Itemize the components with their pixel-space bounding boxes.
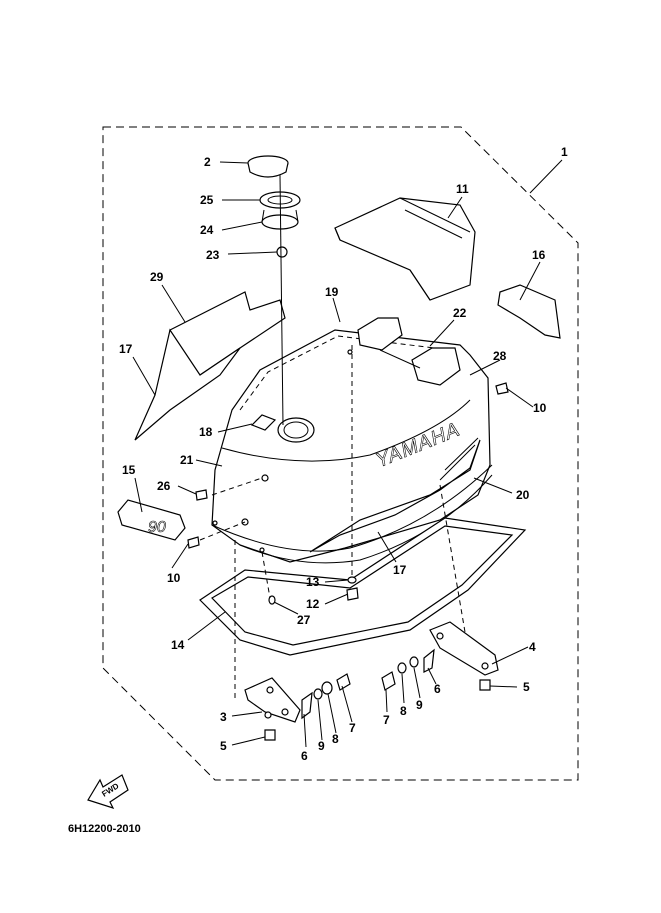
callout: 27 [297, 613, 311, 627]
hardware-right [381, 648, 435, 691]
callout: 10 [167, 571, 181, 585]
leader-lines [132, 159, 563, 748]
callout: 19 [325, 285, 339, 299]
callout: 26 [157, 479, 171, 493]
callout-labels: 1 2 25 24 23 29 17 18 21 15 26 10 11 19 … [119, 145, 568, 763]
callout: 17 [119, 342, 133, 356]
part-latch-right [429, 621, 499, 691]
callout: 13 [306, 575, 320, 589]
callout: 2 [204, 155, 211, 169]
callout: 14 [171, 638, 185, 652]
callout: 10 [533, 401, 547, 415]
callout: 7 [383, 713, 390, 727]
callout: 23 [206, 248, 220, 262]
bolt-12 [346, 587, 359, 601]
part-bottom-seal [199, 517, 527, 656]
callout: 8 [332, 732, 339, 746]
callout: 11 [456, 182, 469, 196]
callout: 9 [318, 739, 325, 753]
callout: 9 [416, 698, 423, 712]
callout: 6 [434, 682, 441, 696]
guide-line [439, 484, 466, 633]
callout: 6 [301, 749, 308, 763]
callout: 22 [453, 306, 467, 320]
part-emblem: 90 [117, 499, 186, 541]
part-seal-strip [497, 284, 561, 339]
callout: 25 [200, 193, 214, 207]
washer-13 [347, 576, 357, 584]
part-top-cover [334, 197, 476, 301]
callout: 21 [180, 453, 194, 467]
part-fuel-cap [247, 155, 289, 178]
callout: 16 [532, 248, 546, 262]
callout: 12 [306, 597, 320, 611]
part-side-decal-17 [134, 328, 241, 441]
callout: 18 [199, 425, 213, 439]
callout: 7 [349, 721, 356, 735]
callout: 15 [122, 463, 136, 477]
hardware-left [301, 673, 351, 720]
svg-text:90: 90 [148, 519, 166, 536]
bolt-26 [195, 489, 208, 501]
callout: 5 [220, 739, 227, 753]
bolt-10-right [495, 382, 509, 395]
callout: 20 [516, 488, 530, 502]
bolt-10-left [187, 536, 200, 549]
drawing-code: 6H12200-2010 [68, 823, 141, 835]
assembly-boundary [102, 126, 579, 781]
callout: 28 [493, 349, 507, 363]
fwd-arrow-icon: FWD [87, 774, 129, 810]
callout: 3 [220, 710, 227, 724]
callout: 4 [529, 640, 536, 654]
callout: 8 [400, 704, 407, 718]
callout: 1 [561, 145, 568, 159]
guide-line [199, 521, 246, 541]
part-top-cowling [211, 317, 493, 564]
callout: 5 [523, 680, 530, 694]
callout: 17 [393, 563, 407, 577]
washer-27 [268, 595, 276, 605]
part-latch-left [244, 677, 301, 741]
guide-line [261, 551, 271, 599]
callout: 24 [200, 223, 214, 237]
callout: 29 [150, 270, 164, 284]
